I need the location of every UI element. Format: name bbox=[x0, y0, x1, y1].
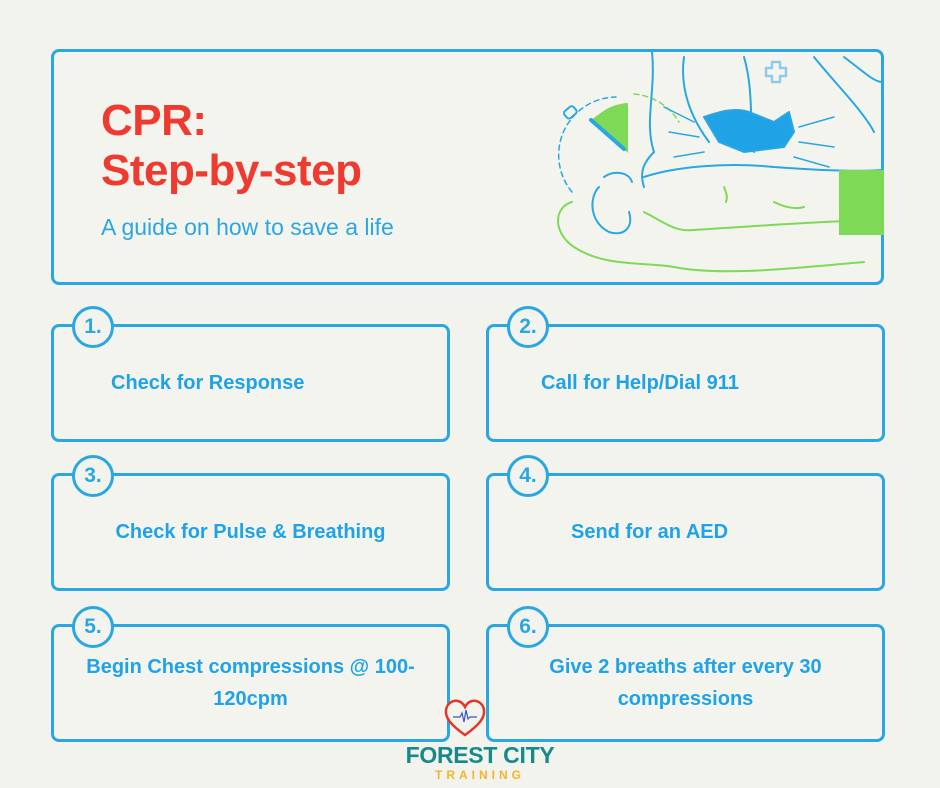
step-card-2: 2. Call for Help/Dial 911 bbox=[486, 306, 885, 442]
step-card-6: 6. Give 2 breaths after every 30 compres… bbox=[486, 606, 885, 742]
title-line-1: CPR: bbox=[101, 96, 207, 145]
step-text: Check for Pulse & Breathing bbox=[115, 521, 386, 543]
step-card-5: 5. Begin Chest compressions @ 100-120cpm bbox=[51, 606, 450, 742]
step-number-badge: 1. bbox=[72, 306, 114, 348]
step-text: Send for an AED bbox=[571, 521, 729, 543]
page-subtitle: A guide on how to save a life bbox=[101, 214, 394, 240]
page-title: CPR: Step-by-step bbox=[101, 96, 362, 196]
step-card-1: 1. Check for Response bbox=[51, 306, 450, 442]
step-text: Begin Chest compressions @ 100-120cpm bbox=[86, 656, 415, 710]
step-number-badge: 3. bbox=[72, 455, 114, 497]
step-number-badge: 5. bbox=[72, 606, 114, 648]
hero-card: CPR: Step-by-step A guide on how to save… bbox=[51, 49, 884, 285]
step-number-badge: 4. bbox=[507, 455, 549, 497]
forest-city-training-logo: FOREST CITY TRAINING bbox=[380, 698, 580, 788]
step-card-4: 4. Send for an AED bbox=[486, 455, 885, 591]
step-number-badge: 6. bbox=[507, 606, 549, 648]
step-text: Call for Help/Dial 911 bbox=[541, 372, 739, 394]
step-text: Give 2 breaths after every 30 compressio… bbox=[549, 656, 822, 710]
logo-subtitle: TRAINING bbox=[435, 768, 525, 782]
cpr-illustration-icon bbox=[557, 52, 884, 273]
title-line-2: Step-by-step bbox=[101, 146, 362, 195]
step-card-3: 3. Check for Pulse & Breathing bbox=[51, 455, 450, 591]
logo-name: FOREST CITY bbox=[405, 742, 555, 768]
step-number-badge: 2. bbox=[507, 306, 549, 348]
heart-heartbeat-icon bbox=[444, 699, 486, 737]
step-text: Check for Response bbox=[111, 372, 305, 394]
